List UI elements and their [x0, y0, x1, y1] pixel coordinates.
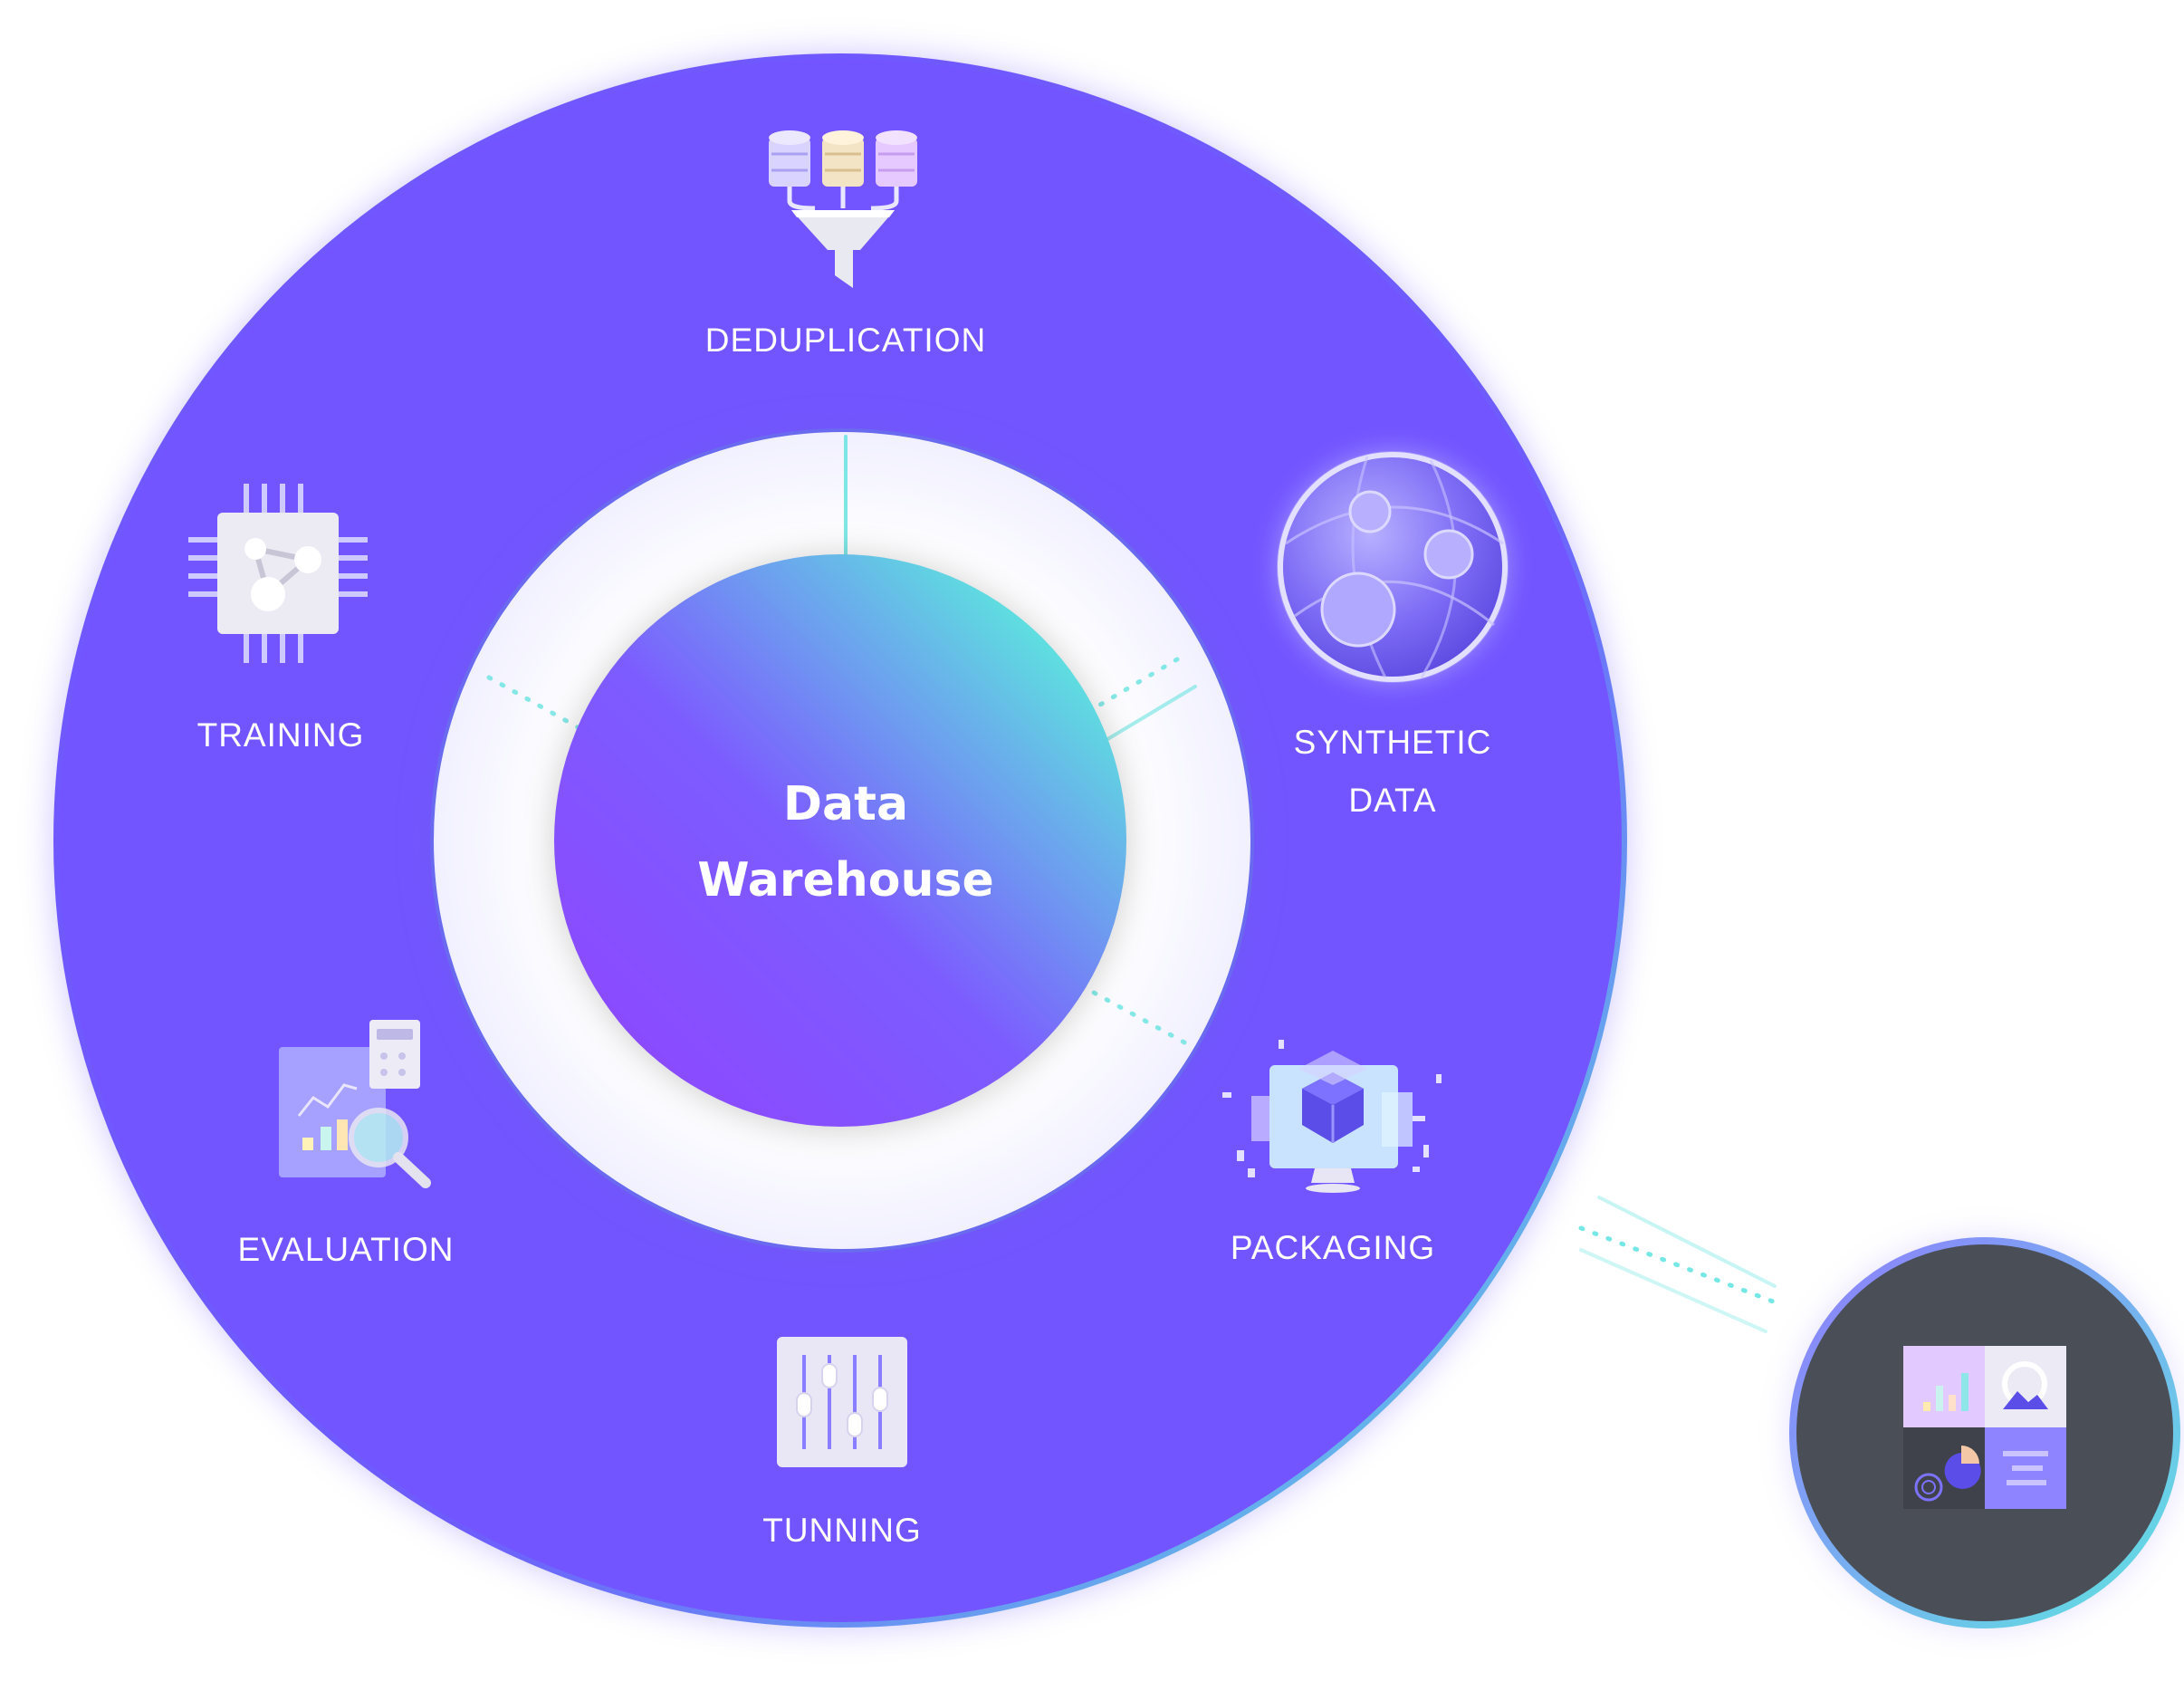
segment-label-evaluation: EVALUATION [237, 1231, 455, 1268]
chart-magnifier-icon [279, 1020, 431, 1188]
chip-icon [188, 484, 368, 663]
globe-network-icon [1277, 451, 1509, 683]
segment-label-synthetic-line2: DATA [1348, 782, 1437, 819]
segment-label-packaging: PACKAGING [1230, 1229, 1436, 1266]
hub-circle [554, 554, 1126, 1127]
dashboard-grid-icon [1903, 1346, 2066, 1509]
hub-title-line1: Data [782, 777, 909, 831]
cube-monitor-icon [1222, 1040, 1442, 1193]
segment-label-synthetic-data: SYNTHETIC DATA [1294, 714, 1492, 830]
sliders-icon [777, 1337, 907, 1467]
hub-title-line2: Warehouse [697, 853, 994, 908]
segment-label-synthetic-line1: SYNTHETIC [1293, 724, 1492, 761]
hub-title: Data Warehouse [697, 766, 994, 918]
segment-label-deduplication: DEDUPLICATION [704, 322, 987, 359]
database-funnel-icon [769, 130, 917, 288]
segment-label-training: TRAINING [196, 716, 365, 754]
segment-label-tunning: TUNNING [762, 1512, 922, 1549]
